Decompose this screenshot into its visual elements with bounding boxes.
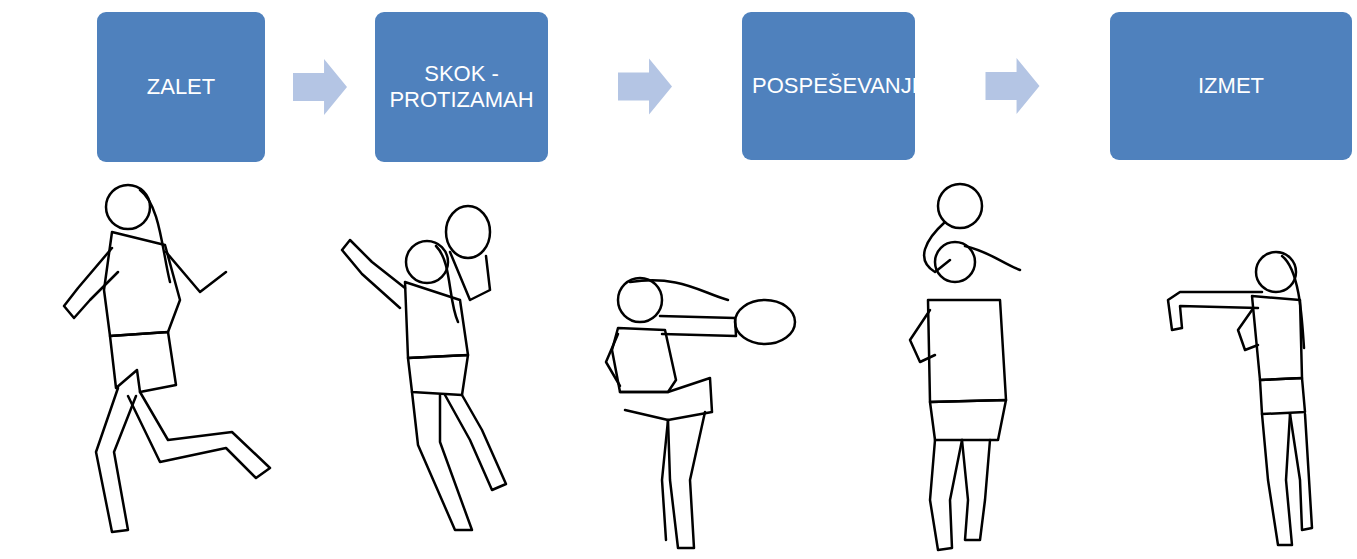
block-arrow	[618, 59, 672, 115]
running-player	[64, 185, 270, 532]
block-arrow	[293, 59, 347, 115]
accelerating-player	[606, 278, 795, 548]
process-box: POSPEŠEVANJE	[742, 12, 915, 160]
process-box: ZALET	[97, 12, 265, 162]
process-box: SKOK - PROTIZAMAH	[375, 12, 548, 162]
box-label: ZALET	[147, 74, 215, 100]
throwing-player	[1168, 252, 1312, 545]
box-label: SKOK - PROTIZAMAH	[385, 61, 538, 114]
arm-swing-player	[910, 184, 1020, 550]
jumping-player	[342, 206, 506, 530]
box-label: IZMET	[1198, 73, 1264, 99]
process-box: IZMET	[1110, 12, 1352, 160]
block-arrow	[986, 58, 1040, 114]
box-label: POSPEŠEVANJE	[752, 73, 905, 99]
